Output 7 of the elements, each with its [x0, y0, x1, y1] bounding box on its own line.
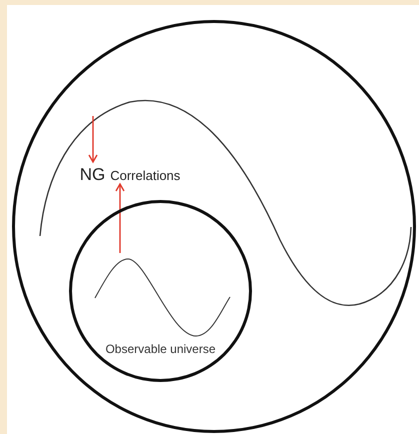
arrow [115, 183, 125, 253]
arrow [88, 116, 98, 163]
label-prefix: NG [80, 166, 106, 183]
circle-outline [12, 20, 416, 433]
circle-label: Observable universe [104, 342, 217, 356]
label-text: Correlations [110, 169, 180, 182]
circle-outline [69, 200, 252, 382]
